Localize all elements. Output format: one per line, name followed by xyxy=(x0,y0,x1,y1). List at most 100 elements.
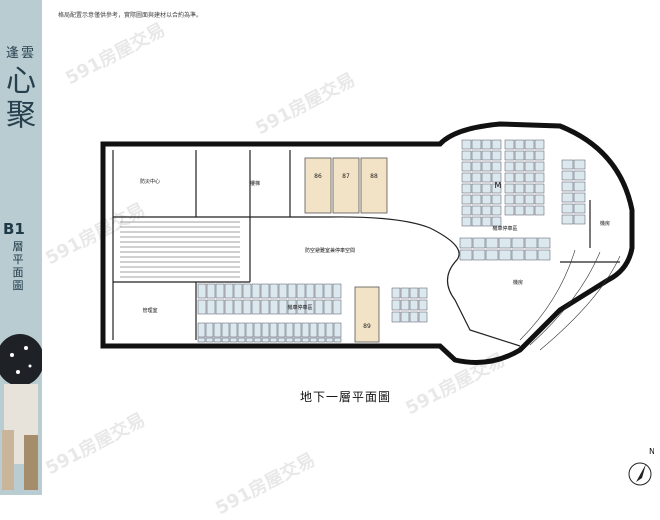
moto-stall xyxy=(471,216,482,227)
moto-stall xyxy=(197,337,206,343)
moto-stall xyxy=(481,194,492,205)
moto-stall xyxy=(293,337,302,343)
moto-stall xyxy=(251,283,261,299)
moto-stall xyxy=(491,183,502,194)
moto-stall xyxy=(461,216,472,227)
moto-stall xyxy=(524,172,535,183)
moto-stall xyxy=(296,283,306,299)
moto-stall xyxy=(317,337,326,343)
moto-stall xyxy=(205,322,214,338)
room-meter: 機房 xyxy=(513,279,523,286)
moto-stall xyxy=(561,203,574,214)
moto-stall xyxy=(242,299,252,315)
moto-stall xyxy=(514,172,525,183)
plan-title: 地下一層平面圖 xyxy=(300,390,392,404)
moto-stall xyxy=(514,205,525,216)
moto-stall xyxy=(269,283,279,299)
moto-stall xyxy=(309,337,318,343)
moto-stall xyxy=(534,183,545,194)
moto-stall xyxy=(205,337,214,343)
moto-stall xyxy=(229,337,238,343)
moto-stall xyxy=(481,161,492,172)
moto-stall xyxy=(301,337,310,343)
floor-code: B1 xyxy=(3,220,25,238)
moto-stall xyxy=(524,161,535,172)
moto-stall xyxy=(333,322,342,338)
moto-stall xyxy=(197,322,206,338)
moto-stall xyxy=(573,214,586,225)
moto-stall xyxy=(537,237,551,249)
moto-stall xyxy=(491,150,502,161)
moto-stall xyxy=(333,337,342,343)
moto-stall xyxy=(409,287,419,299)
moto-stall xyxy=(301,322,310,338)
moto-stall xyxy=(323,283,333,299)
mark-m: M xyxy=(495,181,502,190)
moto-stall xyxy=(504,194,515,205)
moto-stall xyxy=(514,139,525,150)
moto-stall xyxy=(233,283,243,299)
moto-stall xyxy=(400,311,410,323)
moto-stall xyxy=(260,283,270,299)
moto-stall xyxy=(504,205,515,216)
moto-stall xyxy=(309,322,318,338)
moto-stall xyxy=(534,161,545,172)
outer-wall xyxy=(100,121,635,365)
moto-stall xyxy=(504,161,515,172)
moto-stall xyxy=(278,299,288,315)
moto-stall xyxy=(251,299,261,315)
north-arrow-icon: N xyxy=(628,447,654,486)
moto-stall xyxy=(534,205,545,216)
stall-89: 89 xyxy=(363,323,371,330)
moto-stall xyxy=(197,299,207,315)
moto-stall xyxy=(461,183,472,194)
moto-stall xyxy=(253,322,262,338)
moto-stall xyxy=(504,172,515,183)
moto-stall xyxy=(491,216,502,227)
moto-stall xyxy=(481,205,492,216)
moto-stall xyxy=(573,159,586,170)
moto-stall xyxy=(459,237,473,249)
moto-stall xyxy=(471,172,482,183)
moto-stall xyxy=(514,183,525,194)
moto-stall xyxy=(491,205,502,216)
moto-stall xyxy=(418,287,428,299)
moto-stall xyxy=(561,159,574,170)
moto-stall xyxy=(206,283,216,299)
moto-stall xyxy=(206,299,216,315)
moto-stall xyxy=(524,183,535,194)
motorcycle-stalls xyxy=(197,139,586,343)
moto-stall xyxy=(215,299,225,315)
moto-stall xyxy=(537,249,551,261)
moto-stall xyxy=(524,237,538,249)
moto-stall xyxy=(325,322,334,338)
moto-stall xyxy=(511,237,525,249)
moto-stall xyxy=(253,337,262,343)
moto-stall xyxy=(514,194,525,205)
moto-stall xyxy=(400,287,410,299)
moto-stall xyxy=(261,337,270,343)
stall-86: 86 xyxy=(314,173,322,180)
moto-stall xyxy=(471,194,482,205)
moto-stall xyxy=(197,283,207,299)
moto-stall xyxy=(561,170,574,181)
moto-stall xyxy=(534,139,545,150)
moto-stall xyxy=(561,181,574,192)
moto-stall xyxy=(461,172,472,183)
floor-plan: 86 87 88 89 防災中心 管理室 防空避難室兼停車空間 機車停車區 機車… xyxy=(100,121,635,365)
moto-stall xyxy=(471,139,482,150)
moto-stall xyxy=(481,183,492,194)
moto-stall xyxy=(229,322,238,338)
inner-walls xyxy=(112,150,620,347)
moto-stall xyxy=(461,150,472,161)
moto-stall xyxy=(481,216,492,227)
moto-area-label-1: 機車停車區 xyxy=(287,304,312,311)
moto-stall xyxy=(293,322,302,338)
moto-stall xyxy=(277,322,286,338)
moto-stall xyxy=(491,139,502,150)
moto-stall xyxy=(233,299,243,315)
brand-line-3: 聚 xyxy=(6,98,36,133)
room-management: 管理室 xyxy=(142,307,157,314)
moto-stall xyxy=(481,172,492,183)
moto-stall xyxy=(285,322,294,338)
